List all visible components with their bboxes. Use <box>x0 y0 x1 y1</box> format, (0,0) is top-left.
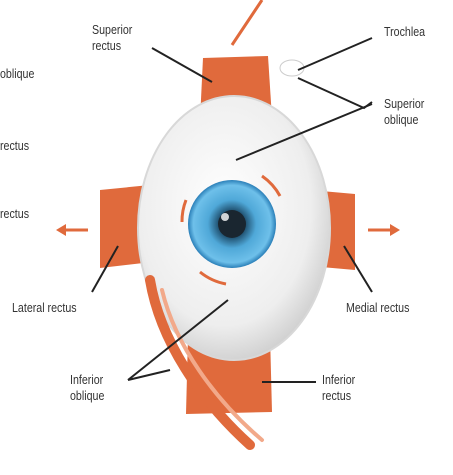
leader-trochlea <box>298 38 372 70</box>
label-superior-rectus: Superior rectus <box>92 22 132 54</box>
label-medial-rectus: Medial rectus <box>346 300 409 316</box>
pupil-highlight <box>221 213 229 221</box>
top-nerve-line <box>232 0 262 45</box>
arrow-left <box>56 224 88 236</box>
label-lateral-rectus: Lateral rectus <box>12 300 77 316</box>
arrow-right <box>368 224 400 236</box>
label-superior-oblique-left: oblique <box>0 66 34 82</box>
label-trochlea: Trochlea <box>384 24 425 40</box>
label-inferior-rectus: Inferior rectus <box>322 372 355 404</box>
label-rectus-left-2: rectus <box>0 206 29 222</box>
label-superior-oblique-right: Superior oblique <box>384 96 424 128</box>
leader-superior-oblique <box>298 78 372 108</box>
label-inferior-oblique: Inferior oblique <box>70 372 104 404</box>
label-rectus-left-1: rectus <box>0 138 29 154</box>
